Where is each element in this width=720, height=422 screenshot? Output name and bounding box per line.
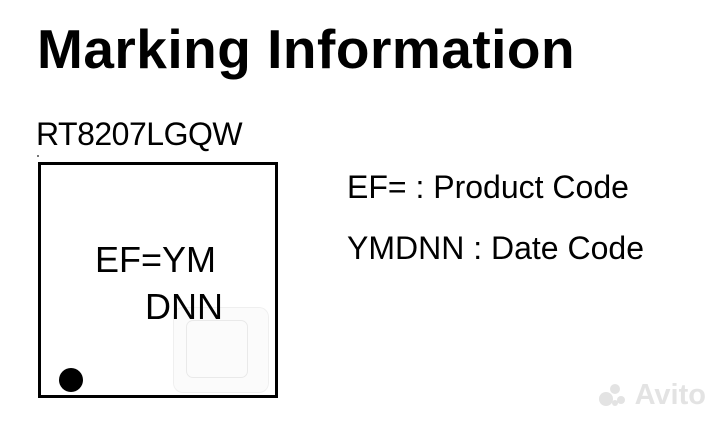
product-code-legend: EF= : Product Code [347, 169, 629, 205]
pin-one-indicator [59, 368, 83, 392]
avito-watermark: Avito [598, 379, 706, 411]
small-dot-mark [37, 155, 39, 157]
faded-keyboard-icon [173, 307, 269, 393]
part-number: RT8207LGQW [36, 116, 243, 152]
chip-marking-diagram: EF=YM DNN [38, 162, 278, 398]
chip-marking-line-2: DNN [145, 286, 223, 327]
watermark-text: Avito [634, 379, 706, 411]
chip-marking-line-1: EF=YM [95, 239, 217, 280]
page-title: Marking Information [37, 18, 576, 80]
date-code-legend: YMDNN : Date Code [347, 230, 644, 266]
avito-logo-icon [598, 383, 627, 408]
